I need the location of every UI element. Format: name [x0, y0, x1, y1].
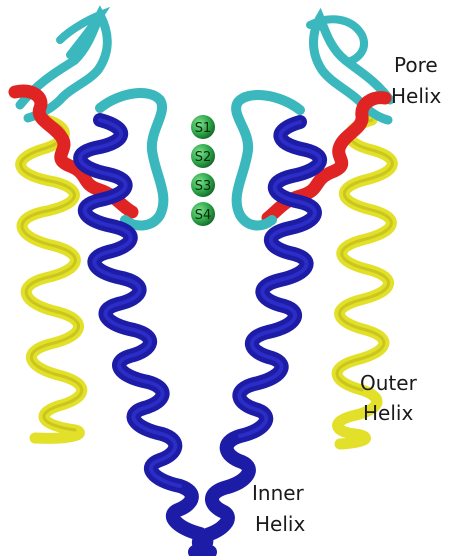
left-subunit — [15, 15, 206, 552]
left-turret-loop — [20, 15, 107, 118]
inner-helix-label-line1: Inner — [252, 481, 305, 505]
pore-helix-label-line2: Helix — [391, 84, 441, 108]
ion-site-label: S1 — [195, 121, 212, 136]
label-inner-helix: Inner Helix — [252, 481, 305, 536]
ion-site-s2: S2 — [191, 144, 215, 168]
ion-site-label: S2 — [195, 150, 212, 165]
ion-site-label: S3 — [195, 179, 212, 194]
outer-helix-label-line1: Outer — [360, 371, 418, 395]
inner-helix-label-line2: Helix — [255, 512, 305, 536]
right-turret-loop — [314, 18, 391, 120]
ion-sites: S1 S2 S3 S4 — [191, 115, 215, 226]
ion-site-label: S4 — [195, 208, 212, 223]
ion-site-s3: S3 — [191, 173, 215, 197]
ion-site-s4: S4 — [191, 202, 215, 226]
pore-helix-label-line1: Pore — [394, 53, 438, 77]
label-pore-helix: Pore Helix — [391, 53, 441, 108]
ion-site-s1: S1 — [191, 115, 215, 139]
right-subunit — [199, 18, 392, 552]
outer-helix-label-line2: Helix — [363, 401, 413, 425]
